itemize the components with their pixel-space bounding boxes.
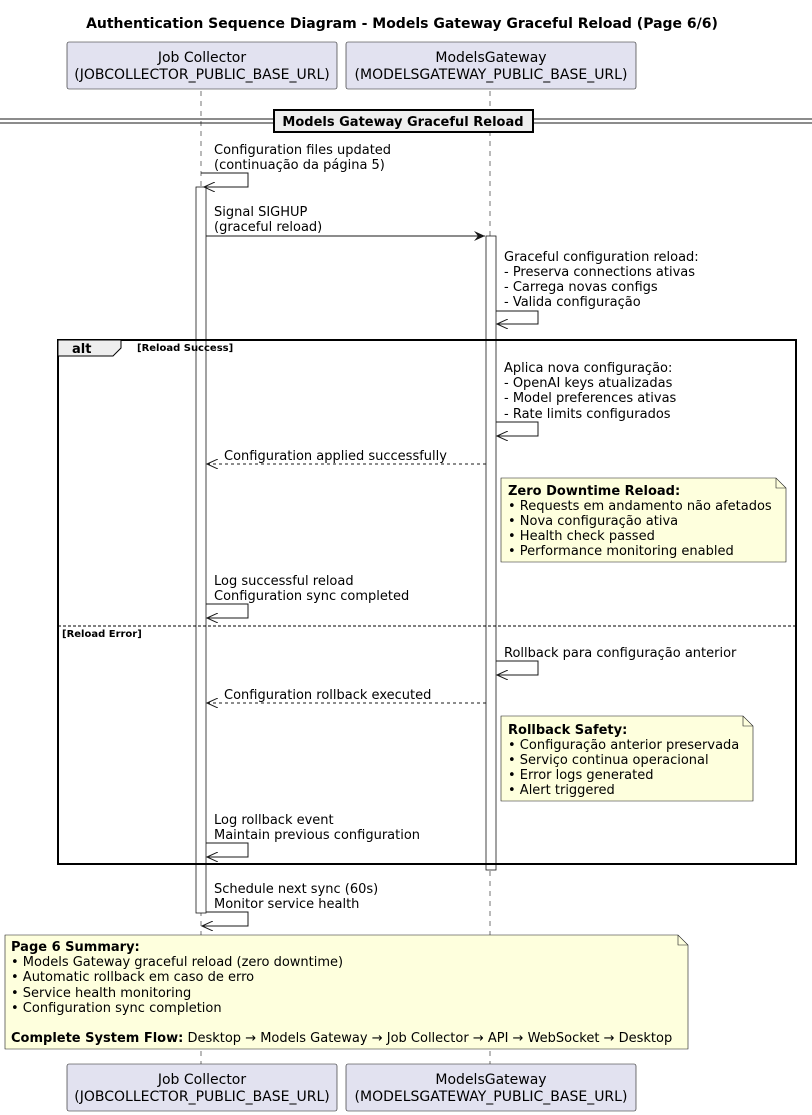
svg-text:Log rollback event: Log rollback event	[214, 813, 334, 828]
svg-text:Zero Downtime Reload:: Zero Downtime Reload:	[508, 484, 680, 499]
svg-text:• Nova configuração ativa: • Nova configuração ativa	[508, 514, 678, 529]
svg-text:Signal SIGHUP: Signal SIGHUP	[214, 205, 308, 220]
svg-text:- Rate limits configurados: - Rate limits configurados	[504, 407, 671, 422]
svg-text:- Preserva connections ativas: - Preserva connections ativas	[504, 265, 695, 280]
svg-text:Configuration sync completed: Configuration sync completed	[214, 589, 409, 604]
alt-frame: alt [Reload Success] [Reload Error]	[57, 339, 797, 865]
activation-job-collector	[195, 186, 207, 914]
message-log-rollback-event: Log rollback event Maintain previous con…	[206, 813, 420, 857]
participant-url: (JOBCOLLECTOR_PUBLIC_BASE_URL)	[74, 67, 329, 83]
svg-text:(continuação da página 5): (continuação da página 5)	[214, 158, 385, 173]
message-graceful-configuration-reload: Graceful configuration reload: - Preserv…	[496, 250, 699, 324]
svg-text:- OpenAI keys atualizadas: - OpenAI keys atualizadas	[504, 376, 673, 391]
participant-url: (MODELSGATEWAY_PUBLIC_BASE_URL)	[355, 67, 628, 83]
message-signal-sighup: Signal SIGHUP (graceful reload)	[206, 205, 485, 241]
svg-text:• Requests em andamento não af: • Requests em andamento não afetados	[508, 499, 772, 514]
participant-models-gateway-bottom: ModelsGateway (MODELSGATEWAY_PUBLIC_BASE…	[345, 1063, 637, 1112]
svg-text:Rollback Safety:: Rollback Safety:	[508, 723, 627, 738]
diagram-title: Authentication Sequence Diagram - Models…	[86, 16, 718, 32]
participant-url: (JOBCOLLECTOR_PUBLIC_BASE_URL)	[74, 1089, 329, 1105]
message-log-successful-reload: Log successful reload Configuration sync…	[206, 574, 409, 618]
svg-text:Page 6 Summary:: Page 6 Summary:	[11, 940, 140, 955]
svg-text:Aplica nova configuração:: Aplica nova configuração:	[504, 361, 672, 376]
participant-job-collector-bottom: Job Collector (JOBCOLLECTOR_PUBLIC_BASE_…	[66, 1063, 338, 1112]
message-config-files-updated: Configuration files updated (continuação…	[201, 143, 391, 187]
note-page-summary: Page 6 Summary: • Models Gateway gracefu…	[4, 934, 689, 1050]
svg-text:Configuration files updated: Configuration files updated	[214, 143, 391, 158]
alt-guard-error: [Reload Error]	[62, 629, 142, 640]
svg-text:Configuration applied successf: Configuration applied successfully	[224, 449, 447, 464]
message-rollback-configuracao-anterior: Rollback para configuração anterior	[496, 646, 737, 675]
svg-text:Rollback para configuração ant: Rollback para configuração anterior	[504, 646, 737, 661]
svg-text:- Model preferences ativas: - Model preferences ativas	[504, 391, 677, 406]
svg-text:Monitor service health: Monitor service health	[214, 897, 359, 912]
participant-url: (MODELSGATEWAY_PUBLIC_BASE_URL)	[355, 1089, 628, 1105]
svg-text:• Serviço continua operacional: • Serviço continua operacional	[508, 753, 709, 768]
svg-text:• Health check passed: • Health check passed	[508, 529, 655, 544]
alt-keyword: alt	[72, 342, 91, 357]
participant-label: ModelsGateway	[435, 1072, 546, 1088]
svg-text:(graceful reload): (graceful reload)	[214, 220, 322, 235]
participant-label: Job Collector	[157, 1072, 247, 1088]
svg-text:Maintain previous configuratio: Maintain previous configuration	[214, 828, 420, 843]
message-schedule-next-sync: Schedule next sync (60s) Monitor service…	[202, 882, 378, 926]
summary-flow-label: Complete System Flow:	[11, 1031, 183, 1046]
divider-label: Models Gateway Graceful Reload	[282, 115, 523, 130]
svg-text:• Models Gateway graceful relo: • Models Gateway graceful reload (zero d…	[11, 955, 343, 970]
svg-text:- Valida configuração: - Valida configuração	[504, 295, 641, 310]
note-zero-downtime-reload: Zero Downtime Reload: • Requests em anda…	[500, 477, 787, 563]
svg-text:• Service health monitoring: • Service health monitoring	[11, 986, 191, 1001]
activation-models-gateway	[485, 235, 497, 871]
svg-text:Schedule next sync (60s): Schedule next sync (60s)	[214, 882, 378, 897]
participant-models-gateway-top: ModelsGateway (MODELSGATEWAY_PUBLIC_BASE…	[345, 41, 637, 90]
svg-text:Log successful reload: Log successful reload	[214, 574, 354, 589]
svg-text:• Error logs generated: • Error logs generated	[508, 768, 654, 783]
message-aplica-nova-configuracao: Aplica nova configuração: - OpenAI keys …	[496, 361, 677, 436]
participant-job-collector-top: Job Collector (JOBCOLLECTOR_PUBLIC_BASE_…	[66, 41, 338, 90]
svg-text:• Performance monitoring enabl: • Performance monitoring enabled	[508, 544, 734, 559]
message-configuration-applied: Configuration applied successfully	[207, 449, 486, 464]
svg-text:Complete System Flow: Desktop: Complete System Flow: Desktop → Models G…	[11, 1031, 672, 1046]
alt-guard-success: [Reload Success]	[137, 343, 233, 354]
message-configuration-rollback-executed: Configuration rollback executed	[207, 688, 486, 703]
svg-text:Configuration rollback execute: Configuration rollback executed	[224, 688, 431, 703]
svg-text:- Carrega novas configs: - Carrega novas configs	[504, 280, 658, 295]
svg-text:• Configuração anterior preser: • Configuração anterior preservada	[508, 738, 739, 753]
participant-label: ModelsGateway	[435, 50, 546, 66]
summary-flow-text: Desktop → Models Gateway → Job Collector…	[183, 1031, 672, 1046]
svg-text:• Automatic rollback em caso d: • Automatic rollback em caso de erro	[11, 970, 254, 985]
svg-text:• Configuration sync completio: • Configuration sync completion	[11, 1001, 222, 1016]
section-divider: Models Gateway Graceful Reload	[0, 109, 812, 133]
participant-label: Job Collector	[157, 50, 247, 66]
svg-text:Graceful configuration reload:: Graceful configuration reload:	[504, 250, 699, 265]
svg-text:• Alert triggered: • Alert triggered	[508, 783, 615, 798]
note-rollback-safety: Rollback Safety: • Configuração anterior…	[500, 715, 754, 802]
